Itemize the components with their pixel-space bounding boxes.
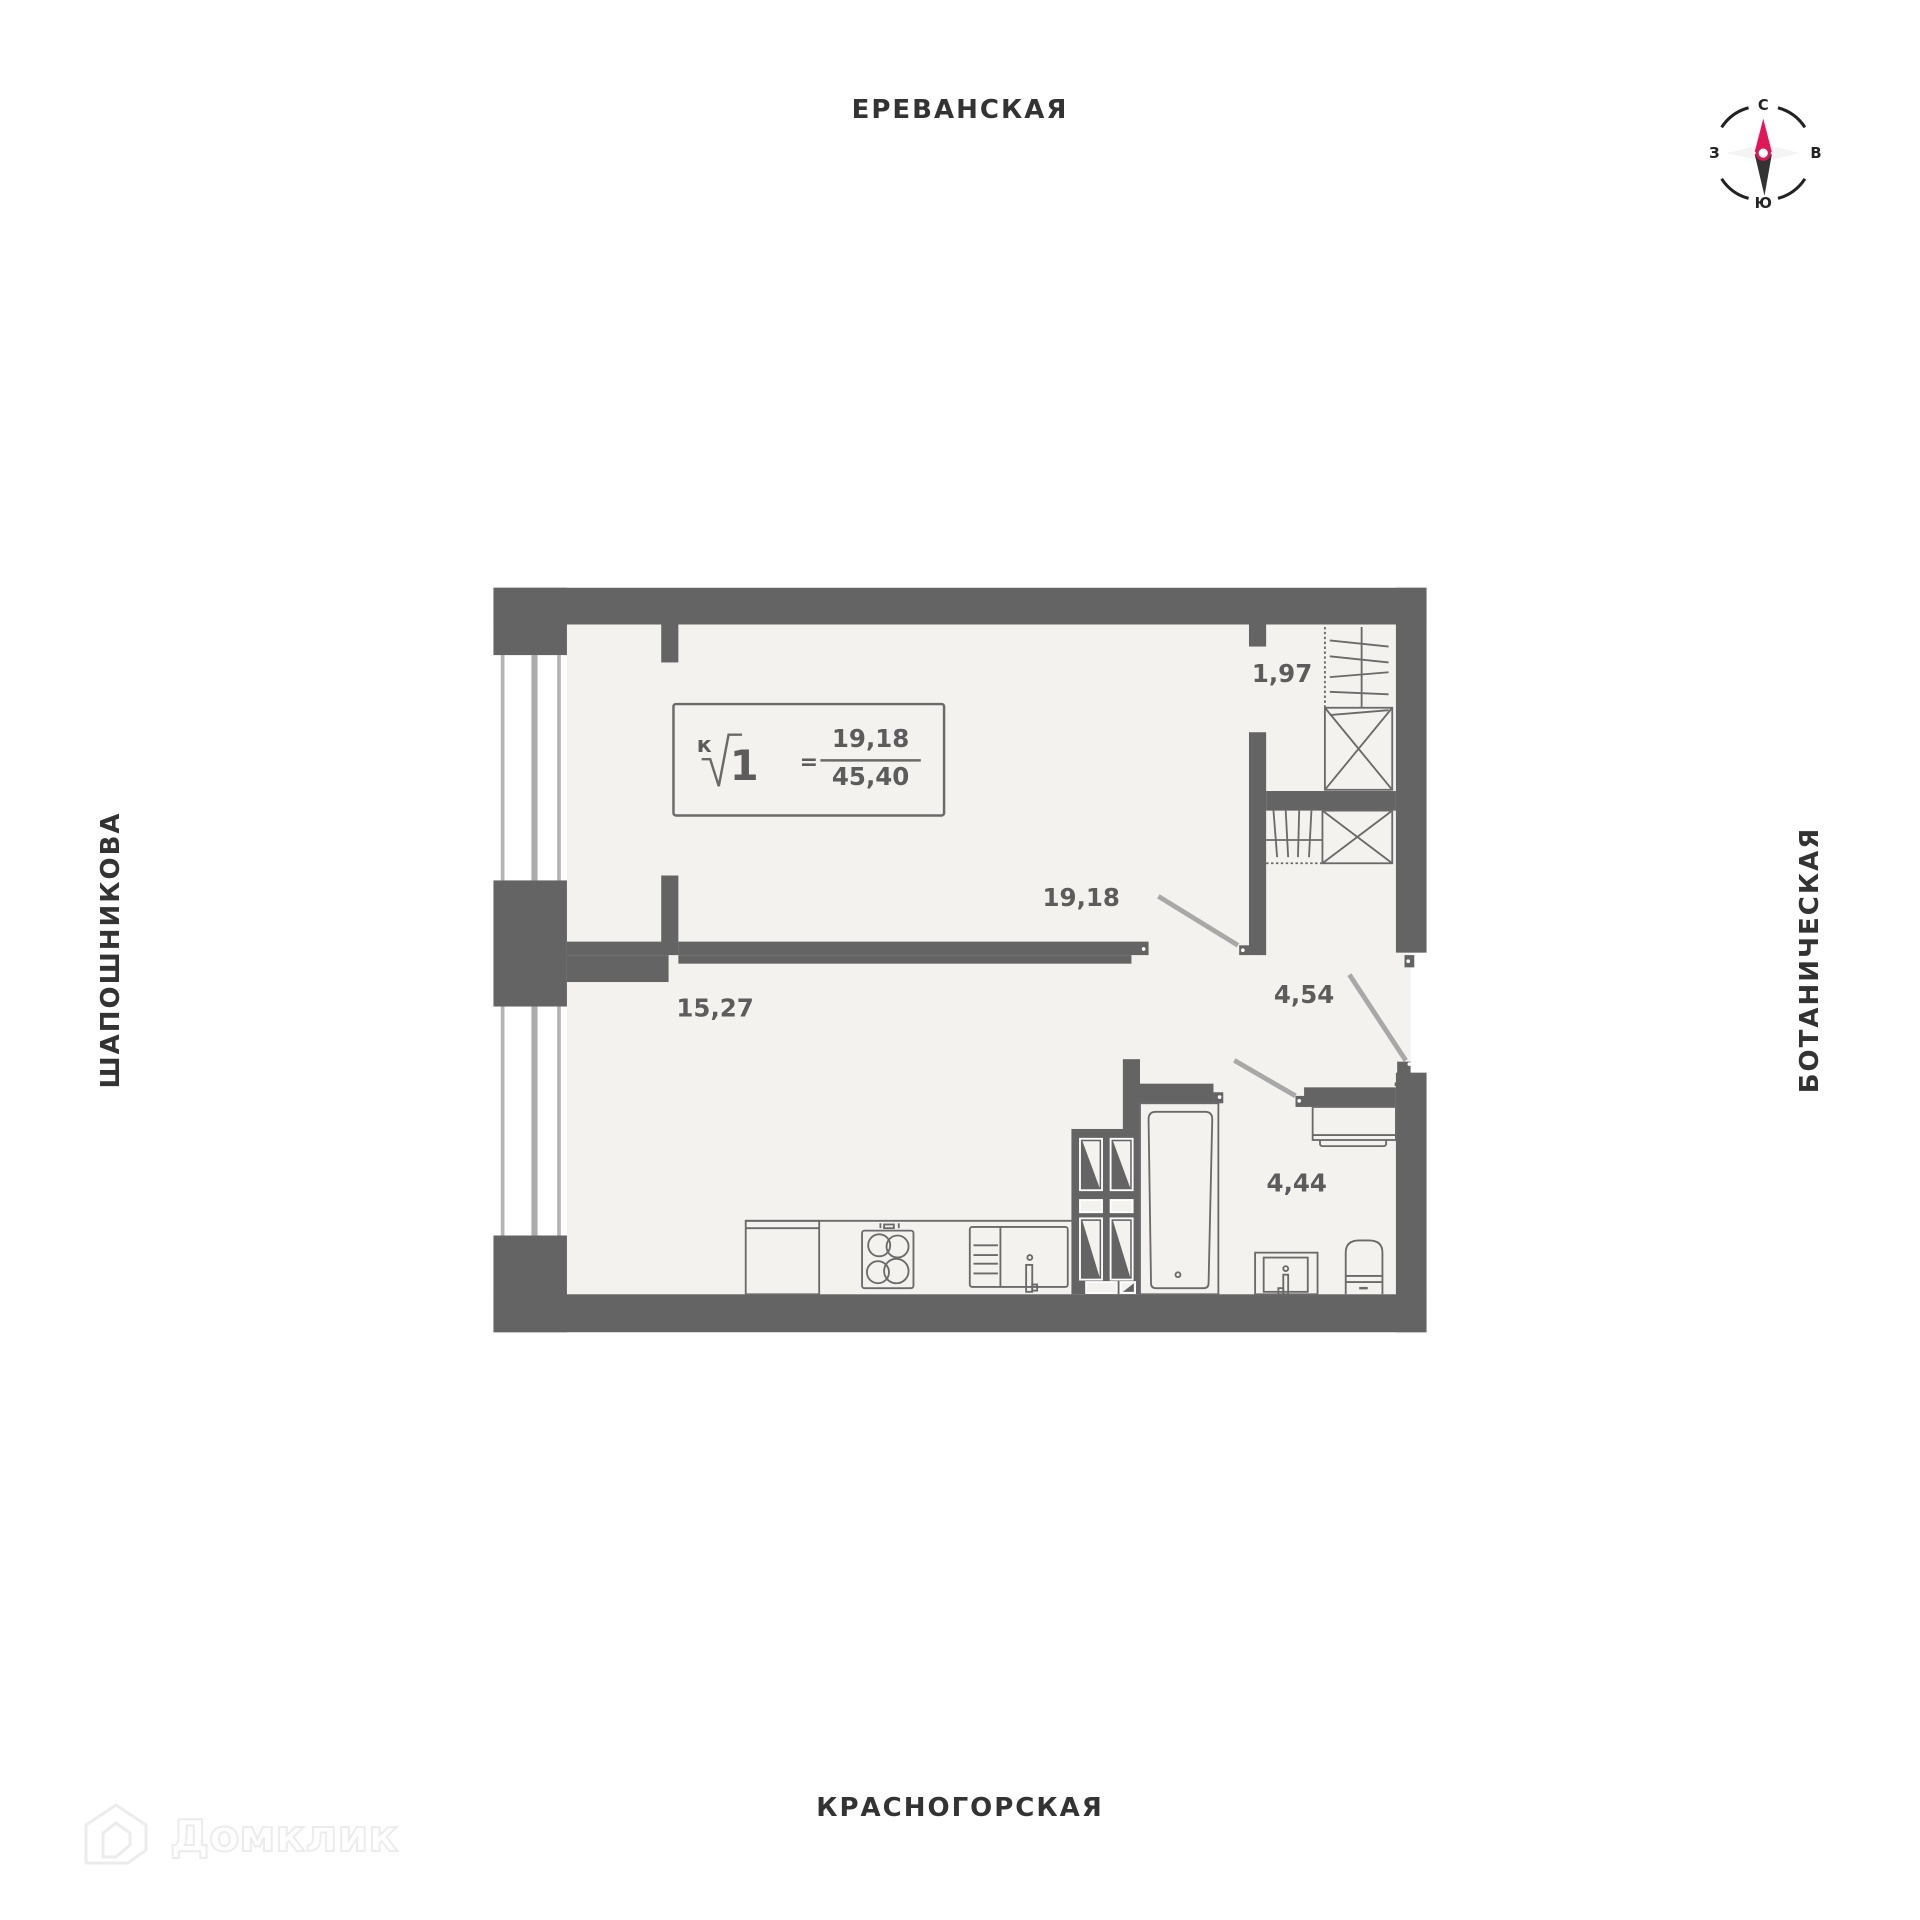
window-left-lower <box>493 1006 567 1236</box>
washing-machine-icon <box>1311 1106 1397 1148</box>
door-swing-entrance <box>1347 973 1408 1062</box>
room-area-bathroom: 4,44 <box>1267 1168 1327 1197</box>
kitchen-counter <box>744 1219 1072 1296</box>
formula-living-area: 19,18 <box>832 724 909 753</box>
street-label-south: КРАСНОГОРСКАЯ <box>816 1793 1104 1823</box>
compass-needle-north <box>1754 118 1772 152</box>
wardrobe-shelving <box>1266 626 1394 865</box>
cooktop-icon <box>861 1229 915 1290</box>
window-left-upper <box>493 655 567 881</box>
washbasin-icon <box>1254 1251 1319 1296</box>
domclick-watermark: Домклик <box>84 1803 399 1865</box>
compass-icon: С Ю З В <box>1709 97 1821 212</box>
door-swing-bathroom <box>1233 1058 1297 1099</box>
toilet-icon <box>1344 1239 1384 1295</box>
room-area-living-room: 19,18 <box>1043 883 1120 912</box>
compass-west-label: З <box>1709 145 1719 162</box>
compass-south-label: Ю <box>1755 195 1772 212</box>
sink-icon <box>968 1226 1069 1288</box>
fridge-icon <box>744 1219 821 1296</box>
walls <box>493 587 1427 1333</box>
formula-room-count: 1 <box>730 741 759 790</box>
house-logo-icon <box>84 1803 148 1865</box>
apartment-formula: к 1 = 19,18 45,40 <box>672 702 946 817</box>
compass-north-label: С <box>1758 97 1769 114</box>
formula-equals: = <box>800 750 818 775</box>
room-area-kitchen-living: 15,27 <box>676 993 753 1022</box>
room-area-hallway: 4,54 <box>1274 980 1334 1009</box>
street-label-north: ЕРЕВАНСКАЯ <box>851 95 1069 125</box>
room-area-wardrobe: 1,97 <box>1252 659 1312 688</box>
bathtub-icon <box>1139 1102 1220 1296</box>
watermark-text: Домклик <box>170 1811 398 1862</box>
door-swing-living-room <box>1157 894 1240 948</box>
compass-needle-south <box>1754 154 1772 196</box>
formula-prefix: к <box>697 733 712 758</box>
formula-total-area: 45,40 <box>832 762 909 791</box>
compass-east-label: В <box>1810 145 1821 162</box>
